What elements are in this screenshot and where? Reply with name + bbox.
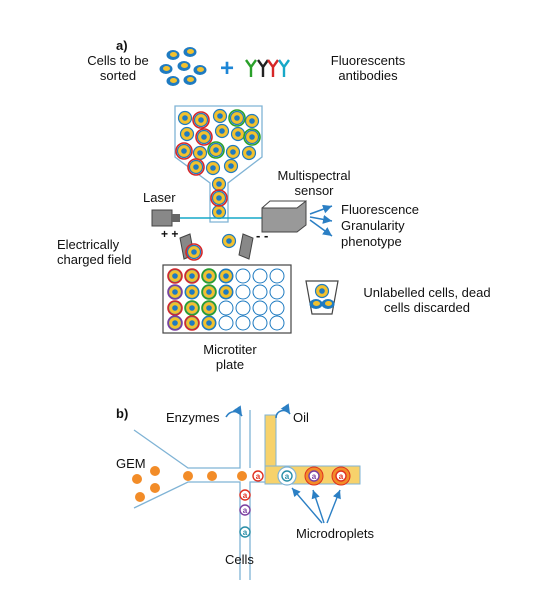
oil-arrow-icon	[275, 403, 291, 419]
multispectral-sensor-label: Multispectral sensor	[277, 168, 351, 198]
discarded-label: Unlabelled cells, dead cells discarded	[363, 285, 491, 315]
channel-cells	[239, 470, 264, 538]
enzymes-arrow-icon	[225, 405, 243, 418]
sensor-output-granularity: Granularity	[341, 218, 405, 233]
microdroplets-label: Microdroplets	[296, 526, 375, 541]
antibodies-icon	[245, 59, 290, 77]
gem-label: GEM	[116, 456, 146, 471]
microdroplet-pointer-arrows	[291, 487, 341, 524]
cells-label: Cells	[225, 552, 254, 567]
discard-beaker-icon	[305, 280, 339, 315]
sensor-output-arrows	[309, 204, 333, 237]
panel-a-tag: a)	[116, 38, 128, 53]
fluorescent-antibodies-label: Fluorescents antibodies	[330, 53, 406, 83]
laser-label: Laser	[143, 190, 176, 205]
cells-to-sort-label: Cells to be sorted	[87, 53, 149, 83]
gem-beads	[132, 466, 247, 502]
laser-icon	[151, 209, 180, 227]
sensor-output-fluorescence: Fluorescence	[341, 202, 420, 217]
enzymes-label: Enzymes	[166, 410, 220, 425]
microdroplets	[277, 466, 351, 486]
charged-field-label: Electrically charged field	[57, 237, 132, 267]
microtiter-plate-label: Microtiter plate	[203, 342, 257, 372]
cells-to-sort-cluster	[159, 47, 207, 86]
multispectral-sensor-icon	[261, 199, 307, 233]
sensor-output-phenotype: phenotype	[341, 234, 402, 249]
plus-signs: + +	[161, 227, 178, 241]
deflected-cells	[185, 233, 237, 261]
sorter-chamber	[174, 105, 263, 223]
panel-b-tag: b)	[116, 406, 129, 421]
oil-label: Oil	[293, 410, 309, 425]
minus-signs: - -	[256, 228, 268, 243]
filled-well-rings	[167, 268, 217, 331]
plus-operator: +	[220, 55, 234, 82]
antibody-rings	[175, 109, 261, 207]
labelled-cells	[176, 108, 260, 220]
